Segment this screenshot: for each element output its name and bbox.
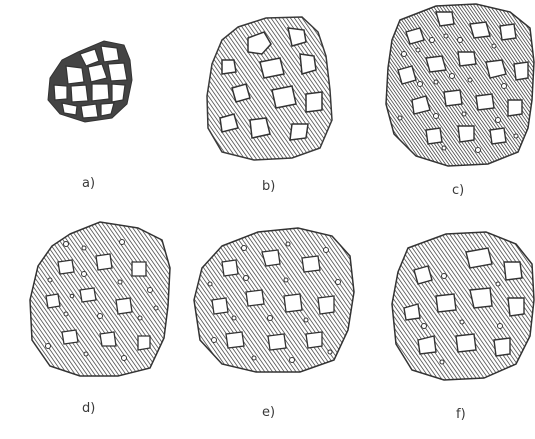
panel-label-a: a) [82, 176, 95, 191]
panel-label-d: d) [82, 401, 95, 416]
panel-b-matrix [207, 17, 332, 160]
panel-d [30, 222, 170, 376]
panel-label-b: b) [262, 179, 275, 194]
panel-c [386, 4, 534, 166]
panel-e [194, 228, 354, 372]
panel-b [207, 17, 332, 160]
panel-a [48, 41, 132, 122]
panel-label-c: c) [452, 183, 464, 198]
panel-f [392, 232, 534, 380]
panel-label-e: e) [262, 405, 275, 420]
panel-label-f: f) [456, 407, 466, 422]
